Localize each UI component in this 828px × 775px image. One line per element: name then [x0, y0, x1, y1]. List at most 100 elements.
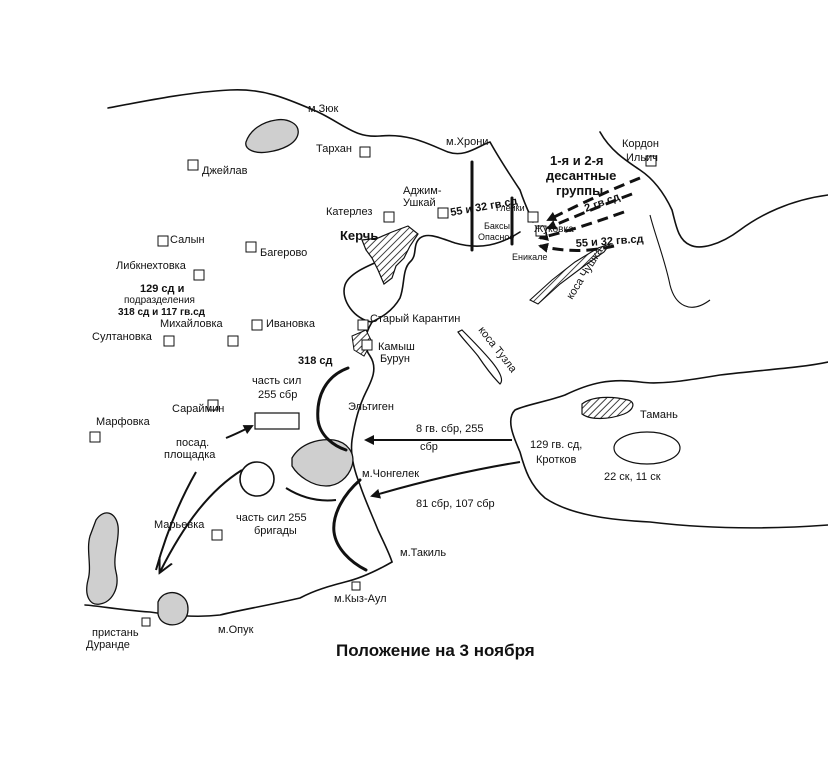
- label-adzhim-1: Аджим-: [403, 185, 442, 197]
- taman-inner-shore: [649, 214, 711, 308]
- chongelek-circle: [239, 461, 275, 497]
- label-enikale: Еникале: [512, 252, 547, 262]
- label-sd129-2: подразделения: [124, 295, 195, 306]
- town-adzhim: [437, 207, 449, 219]
- label-mikhaylovka: Михайловка: [160, 318, 224, 330]
- town-ivanovka: [251, 319, 263, 331]
- label-sd318: 318 сд: [298, 355, 333, 367]
- taman-north-coast: [599, 131, 828, 248]
- coastlines: [84, 89, 828, 618]
- route-1: [546, 176, 641, 222]
- south-lake: [157, 591, 189, 626]
- label-gleyki: Глейки: [496, 203, 525, 213]
- label-sbr8-255-1: 8 гв. сбр, 255: [416, 423, 484, 435]
- zyuk-lake: [245, 118, 299, 154]
- taman-coast: [510, 361, 828, 529]
- label-zyuk: м.Зюк: [308, 103, 339, 115]
- label-ivanovka: Ивановка: [266, 318, 316, 330]
- south-coast: [84, 561, 393, 618]
- label-kamysh-2: Бурун: [380, 353, 410, 365]
- east-coast-kerch: [371, 231, 521, 323]
- label-kyz-aul: м.Кыз-Аул: [334, 593, 387, 605]
- uzunlar-lake: [86, 512, 119, 605]
- label-sbr81-107: 81 сбр, 107 сбр: [416, 498, 495, 510]
- north-coast: [107, 89, 534, 223]
- unit-labels: 1-я и 2-я десантные группы 55 и 32 гв.сд…: [118, 153, 661, 537]
- label-sd129-3: 318 сд и 117 гв.сд: [118, 307, 206, 318]
- kerch-city: [361, 225, 419, 285]
- front-lines: [285, 160, 514, 572]
- front-eltigen: [316, 366, 350, 452]
- label-landing-groups-2: десантные: [546, 168, 616, 183]
- label-zhukovka: Жуковка: [534, 224, 574, 235]
- town-mikhaylovka: [227, 335, 239, 347]
- label-eltigen: Эльтиген: [348, 401, 394, 413]
- label-sk22-11: 22 ск, 11 ск: [604, 471, 661, 483]
- label-opasnoe: Опасное: [478, 232, 514, 242]
- label-brigade-2: бригады: [254, 525, 297, 537]
- route-3: [538, 210, 625, 241]
- arrow-counterattack-west: [160, 469, 243, 572]
- label-maryevka: Марьевка: [154, 519, 205, 531]
- town-salyn: [157, 235, 169, 247]
- label-sultanovka: Султановка: [92, 331, 153, 343]
- label-kordon-1: Кордон: [622, 138, 659, 150]
- front-dash-chongelek: [285, 487, 337, 502]
- town-maryevka: [211, 529, 223, 541]
- label-landing-groups-3: группы: [556, 183, 603, 198]
- town-kordon: [645, 155, 657, 167]
- label-baksy: Баксы: [484, 221, 510, 231]
- label-khroni: м.Хрони: [446, 136, 488, 148]
- town-saraymin: [207, 399, 219, 411]
- chongelek-lake: [291, 438, 354, 487]
- arrow-to-chongelek: [370, 461, 521, 499]
- town-gleyki: [527, 211, 539, 223]
- landing-site-box: [254, 412, 300, 430]
- label-takil: м.Такиль: [400, 547, 446, 559]
- label-landing-groups-1: 1-я и 2-я: [550, 153, 604, 168]
- label-pristan-2: Дуранде: [86, 639, 130, 651]
- label-sd129-1: 129 сд и: [140, 283, 184, 295]
- taman-town: [581, 396, 634, 420]
- label-sbr255-1: часть сил: [252, 375, 301, 387]
- label-bagerovo: Багерово: [260, 247, 307, 259]
- town-sultanovka: [163, 335, 175, 347]
- town-stary-karantin: [357, 319, 369, 331]
- label-gv55-32-north: 55 и 32 гв.сд: [449, 195, 518, 219]
- label-gv129-1: 129 гв. сд,: [530, 439, 582, 451]
- map-title: Положение на 3 ноября: [336, 641, 535, 660]
- label-brigade-1: часть сил 255: [236, 512, 307, 524]
- label-tarkhan: Тархан: [316, 143, 352, 155]
- label-marfovka: Марфовка: [96, 416, 151, 428]
- label-gv129-2: Кротков: [536, 454, 576, 466]
- label-sbr8-255-2: сбр: [420, 441, 438, 453]
- label-liebknekhtovka: Либкнехтовка: [116, 260, 187, 272]
- arrow-counterattack-west-2: [155, 471, 197, 571]
- town-liebknekhtovka: [193, 269, 205, 281]
- kosa-tuzla-shape: [457, 329, 503, 385]
- town-dzheylav: [187, 159, 199, 171]
- town-tarkhan: [359, 146, 371, 158]
- town-markers: [89, 146, 657, 627]
- label-pristan-1: пристань: [92, 627, 139, 639]
- label-adzhim-2: Ушкай: [403, 197, 436, 209]
- town-pristan: [141, 617, 151, 627]
- town-kamysh-burun: [361, 339, 373, 351]
- label-katerlez: Катерлез: [326, 206, 372, 218]
- label-kamysh-1: Камыш: [378, 341, 415, 353]
- town-bagerovo: [245, 241, 257, 253]
- route-2: [546, 192, 633, 230]
- attack-arrows: [155, 425, 521, 572]
- label-landing-site-2: площадка: [164, 449, 216, 461]
- label-dzheylav: Джейлав: [202, 165, 248, 177]
- town-marfovka: [89, 431, 101, 443]
- route-4: [538, 242, 615, 253]
- label-landing-site-1: посад.: [176, 437, 209, 449]
- strait-coast: [350, 321, 393, 563]
- label-stary-karantin: Старый Карантин: [370, 313, 460, 325]
- label-kerch: Керчь: [340, 228, 378, 243]
- town-kyz-aul: [351, 581, 361, 591]
- arrow-landing-site: [225, 425, 254, 439]
- town-zhukovka: [535, 225, 547, 237]
